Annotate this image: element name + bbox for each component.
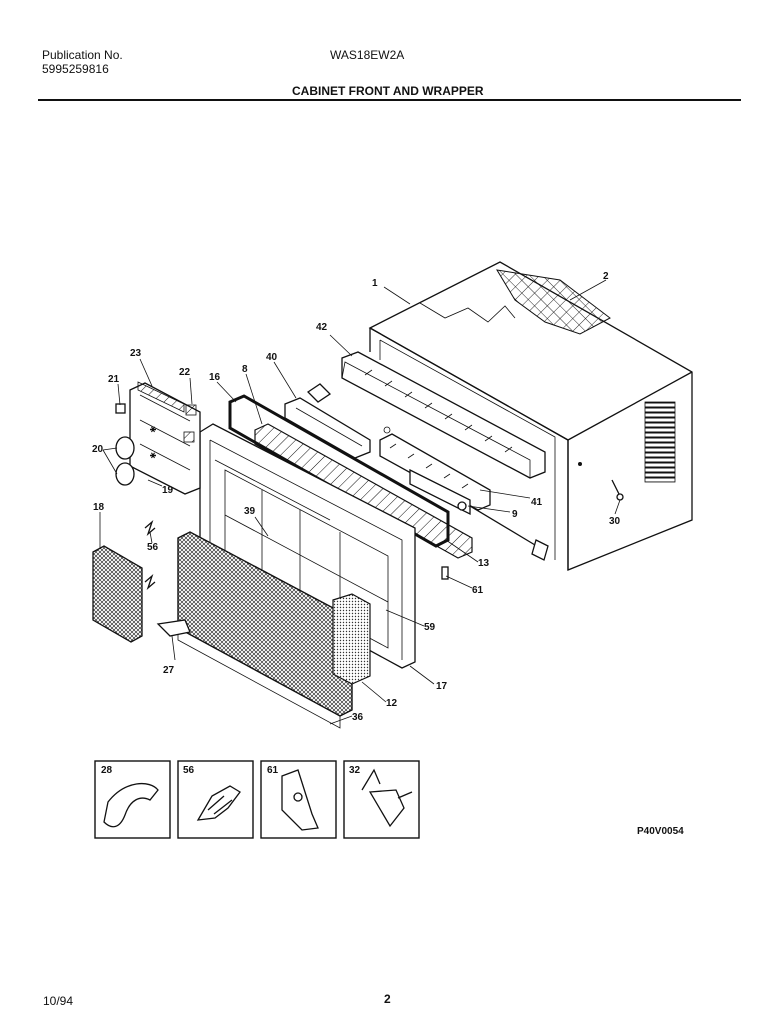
publication-number: 5995259816: [42, 62, 109, 76]
callout-2: 2: [603, 271, 609, 282]
section-title: CABINET FRONT AND WRAPPER: [292, 84, 484, 98]
air-director: [284, 383, 371, 459]
svg-text:32: 32: [349, 765, 361, 776]
tube-rail: [409, 468, 549, 561]
louvre-assembly: [341, 351, 546, 479]
callout-39: 39: [244, 506, 256, 517]
callout-30: 30: [609, 516, 621, 527]
diagram-code: P40V0054: [637, 826, 684, 837]
callout-12: 12: [386, 698, 398, 709]
model-number: WAS18EW2A: [330, 48, 405, 62]
callout-1: 1: [372, 278, 378, 289]
callout-16: 16: [209, 372, 221, 383]
filter-panel: [332, 593, 371, 685]
detail-box-28: 28: [94, 760, 171, 839]
callout-9: 9: [512, 509, 518, 520]
svg-text:⚹: ⚹: [149, 424, 157, 435]
callout-42: 42: [316, 322, 328, 333]
callout-19: 19: [162, 485, 174, 496]
page-number: 2: [384, 992, 391, 1006]
svg-text:56: 56: [183, 765, 195, 776]
header-rule: [38, 99, 741, 101]
callout-59: 59: [424, 622, 436, 633]
callout-23: 23: [130, 348, 142, 359]
svg-text:28: 28: [101, 765, 113, 776]
detail-box-56: 56: [177, 760, 254, 839]
detail-box-61: 61: [260, 760, 337, 839]
svg-text:⚹: ⚹: [149, 450, 157, 461]
callout-36: 36: [352, 712, 364, 723]
callout-22: 22: [179, 367, 191, 378]
knobs: [115, 403, 197, 486]
svg-text:61: 61: [267, 765, 279, 776]
callout-18: 18: [93, 502, 105, 513]
callout-56: 56: [147, 542, 159, 553]
bracket: [156, 619, 191, 637]
callout-41: 41: [531, 497, 543, 508]
callout-17: 17: [436, 681, 448, 692]
hinge: [441, 566, 449, 580]
callout-27: 27: [163, 665, 175, 676]
cabinet-wrapper: [368, 261, 693, 571]
detail-box-32: 32: [343, 760, 420, 839]
callout-21: 21: [108, 374, 120, 385]
callout-labels: 1 2 42 23 21 22 16 8 40 20 19 18 39 56 2…: [92, 271, 621, 723]
publication-label: Publication No.: [42, 48, 123, 62]
callout-13: 13: [478, 558, 490, 569]
callout-61: 61: [472, 585, 484, 596]
callout-8: 8: [242, 364, 248, 375]
louvre-assembly-lower: [379, 433, 491, 511]
leader-lines: [99, 279, 621, 725]
clips: [144, 519, 156, 591]
filter: [92, 545, 143, 643]
control-panel: ⚹ ⚹: [129, 381, 201, 495]
deflector-bar: [254, 423, 473, 559]
callout-40: 40: [266, 352, 278, 363]
footer-date: 10/94: [43, 994, 74, 1008]
callout-20: 20: [92, 444, 104, 455]
